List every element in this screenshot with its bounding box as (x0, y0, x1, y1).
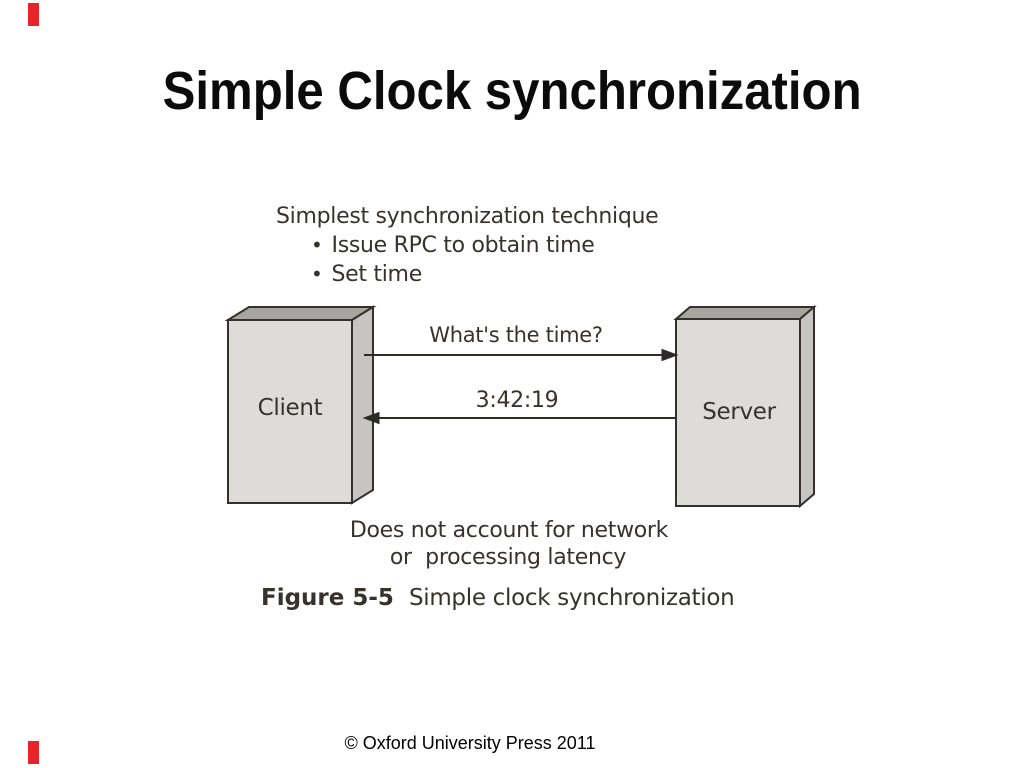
server-box-top-face (673, 306, 817, 320)
copyright-text: © Oxford University Press 2011 (344, 733, 596, 753)
bullet-icon: • (311, 262, 323, 286)
bullet-text: Issue RPC to obtain time (331, 233, 595, 258)
request-arrow-label: What's the time? (429, 323, 603, 347)
response-arrow-head (362, 411, 380, 425)
server-box-front-face (675, 318, 801, 507)
request-arrow-head (661, 348, 679, 362)
client-box-label: Client (257, 395, 323, 421)
server-box-side-face (799, 304, 815, 509)
client-box-top-face (224, 306, 377, 321)
latency-note-line1: Does not account for network (349, 518, 669, 543)
figure-number: Figure 5-5 (261, 585, 394, 611)
response-time-label: 3:42:19 (475, 388, 559, 413)
figure-caption: Figure 5-5 Simple clock synchronization (261, 585, 735, 611)
latency-note-line2: or processing latency (389, 545, 627, 570)
slide-title: Simple Clock synchronization (162, 61, 862, 121)
bullet-item-set-time: • Set time (311, 262, 422, 287)
client-server-diagram (224, 304, 817, 509)
slide-title-wrap: Simple Clock synchronization (0, 63, 1024, 120)
bullet-text: Set time (331, 262, 423, 287)
figure-caption-text: Simple clock synchronization (408, 585, 735, 611)
figure-heading: Simplest synchronization technique (276, 204, 659, 229)
client-box-front-face (227, 319, 353, 504)
bullet-item-issue-rpc: • Issue RPC to obtain time (311, 233, 595, 258)
red-accent-bar-top (28, 3, 39, 26)
server-box-label: Server (702, 399, 776, 425)
red-accent-bar-bottom (28, 741, 39, 764)
bullet-icon: • (311, 233, 323, 257)
client-box-side-face (351, 305, 374, 505)
